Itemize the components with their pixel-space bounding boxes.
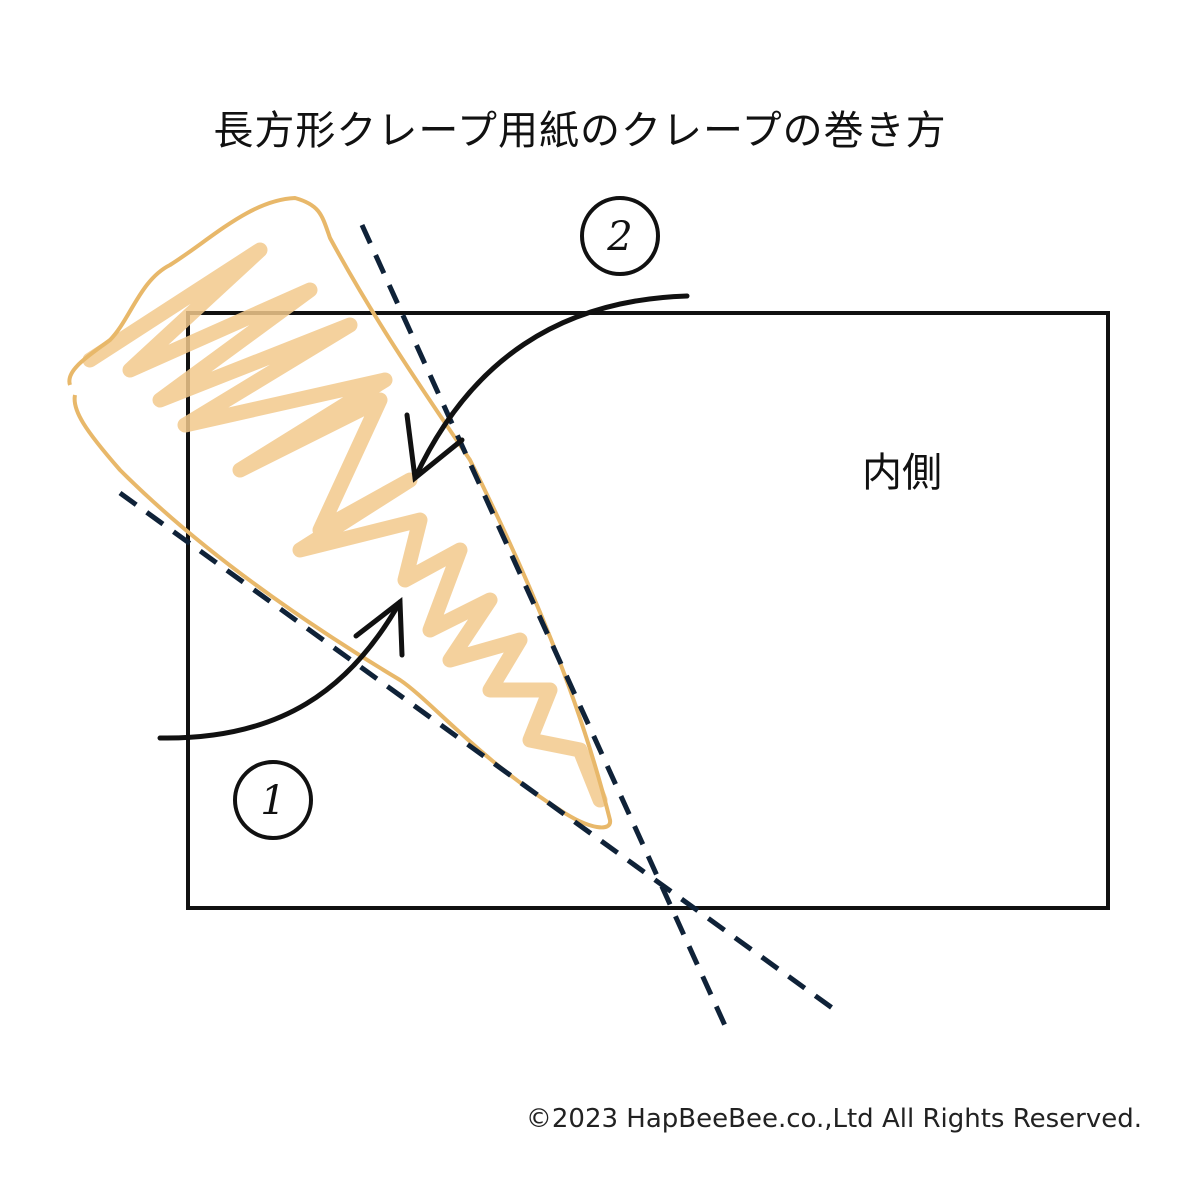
step-1-label: 1 — [260, 778, 285, 824]
fold-lines — [118, 223, 837, 1032]
arrow-step-1 — [157, 597, 405, 741]
fold-line-2 — [359, 223, 730, 1032]
crepe-filling-scribble — [82, 242, 608, 808]
arrow-step-2 — [404, 293, 690, 483]
crepe-outline — [67, 196, 613, 830]
inner-side-label: 内側 — [862, 450, 942, 496]
fold-line-1 — [118, 490, 837, 1013]
rectangle-crepe-paper — [186, 311, 1110, 910]
copyright-notice: ©2023 HapBeeBee.co.,Ltd All Rights Reser… — [525, 1104, 1142, 1134]
step-1-badge: 1 — [233, 760, 313, 840]
diagram-title: 長方形クレープ用紙のクレープの巻き方 — [213, 108, 947, 154]
step-2-label: 2 — [606, 214, 632, 260]
step-2-badge: 2 — [580, 196, 660, 276]
